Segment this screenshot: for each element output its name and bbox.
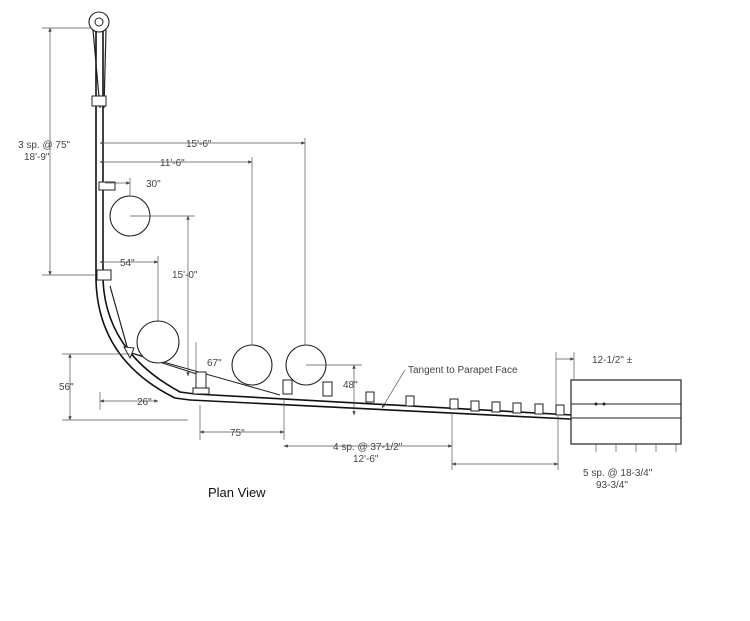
label-dim-12-half: 12-1/2" ± bbox=[592, 355, 633, 366]
label-dim-67: 67" bbox=[207, 358, 222, 369]
label-dim-54: 54" bbox=[120, 258, 135, 269]
label-tangent-note: Tangent to Parapet Face bbox=[408, 365, 518, 376]
guardrail-rail bbox=[95, 20, 591, 421]
anchor-cable bbox=[109, 285, 129, 351]
label-spacing-4sp: 4 sp. @ 37-1/2" bbox=[333, 442, 403, 453]
obstacle-circles bbox=[109, 195, 327, 386]
guardrail-posts bbox=[96, 181, 565, 416]
label-offset-11-6: 11'-6" bbox=[160, 158, 185, 169]
label-dim-26: 26" bbox=[137, 397, 152, 408]
view-title: Plan View bbox=[208, 485, 266, 500]
label-length-93-3-4: 93-3/4" bbox=[596, 480, 628, 491]
label-offset-15-6: 15'-6" bbox=[186, 139, 212, 150]
label-dim-56: 56" bbox=[59, 382, 74, 393]
label-post-spacing-upstream: 3 sp. @ 75" bbox=[18, 140, 71, 151]
bridge-parapet bbox=[570, 379, 682, 452]
label-dim-30: 30" bbox=[146, 179, 161, 190]
cable-anchor bbox=[123, 346, 135, 360]
label-dim-48: 48" bbox=[343, 380, 358, 391]
label-length-12-6: 12'-6" bbox=[353, 454, 379, 465]
label-spacing-5sp: 5 sp. @ 18-3/4" bbox=[583, 468, 653, 479]
dimension-labels: 3 sp. @ 75" 18'-9" 15'-6" 11'-6" 30" 54"… bbox=[18, 139, 653, 491]
label-offset-15-0: 15'-0" bbox=[172, 270, 198, 281]
end-terminal bbox=[88, 11, 110, 109]
dimension-lines bbox=[42, 27, 575, 470]
label-dim-75: 75" bbox=[230, 428, 245, 439]
label-upstream-length: 18'-9" bbox=[24, 152, 50, 163]
